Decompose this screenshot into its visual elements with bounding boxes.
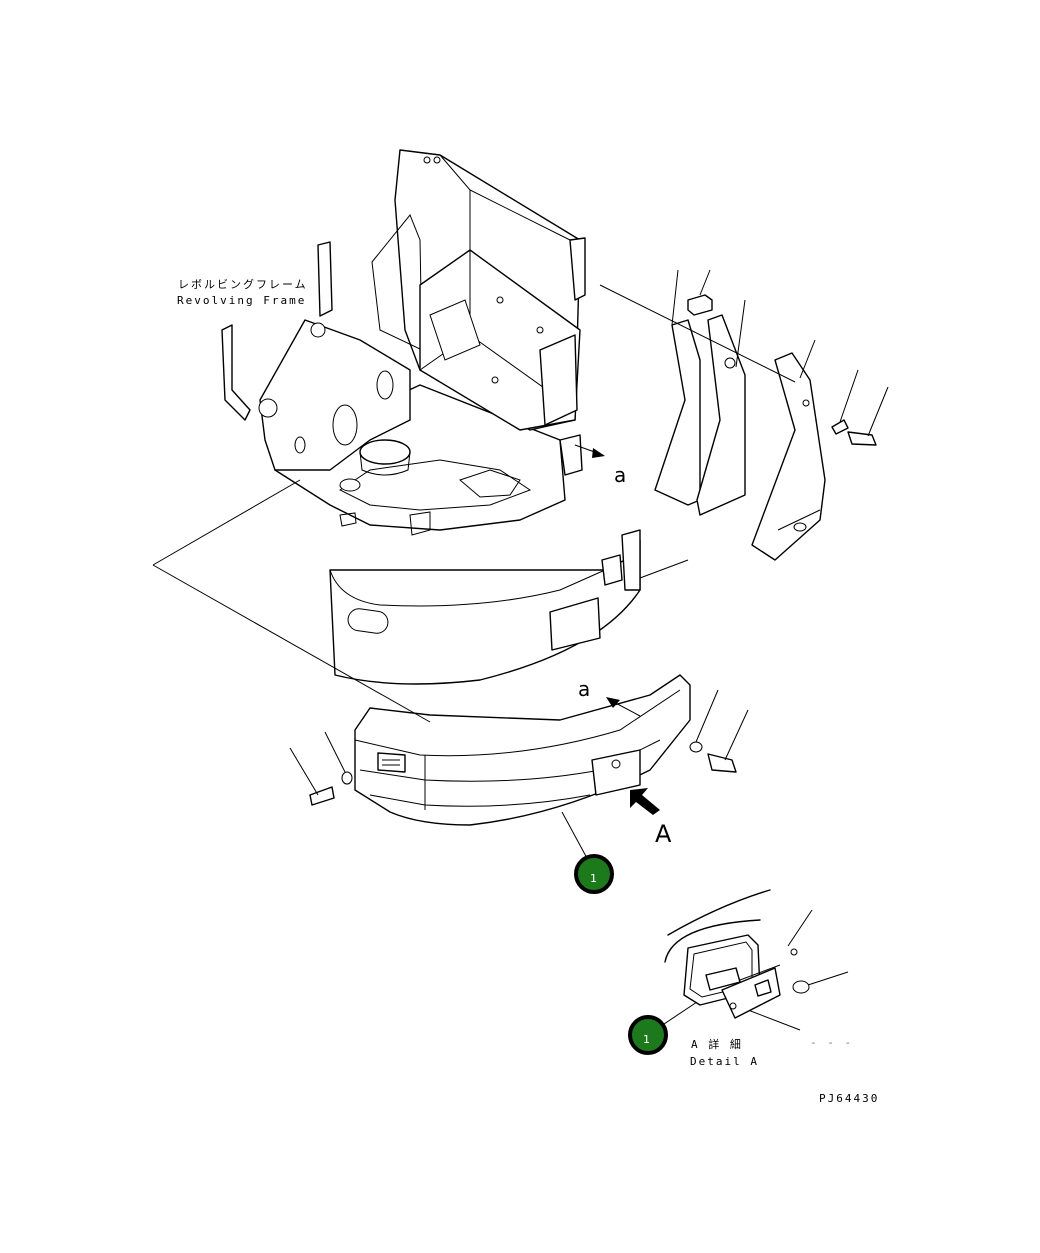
- leader-lines: [152, 269, 889, 1031]
- detail-a-view: [664, 889, 810, 1019]
- revolving-frame-label-jp: レボルビングフレーム: [178, 277, 308, 291]
- part-callout-1-detail[interactable]: 1: [628, 1015, 668, 1055]
- detail-a-label-jp: A 詳 細: [691, 1037, 743, 1051]
- hardware-bolts-washers: [309, 419, 877, 806]
- side-weight-pieces: [654, 294, 826, 561]
- detail-a-label-en: Detail A: [690, 1055, 759, 1068]
- reference-a-lower: a: [578, 677, 590, 701]
- text-labels: レボルビングフレーム Revolving Frame a a A A 詳 細 D…: [177, 277, 879, 1105]
- callout-number: 1: [590, 872, 597, 885]
- counterweight: [354, 674, 691, 826]
- revolving-frame: [221, 149, 586, 536]
- part-callout-1-main[interactable]: 1: [574, 854, 614, 894]
- revolving-frame-label-en: Revolving Frame: [177, 294, 306, 307]
- view-a-label: A: [655, 820, 672, 848]
- faint-mark: - - -: [810, 1036, 853, 1049]
- drawing-number: PJ64430: [819, 1092, 879, 1105]
- reference-a-upper: a: [614, 463, 626, 487]
- callout-number: 1: [643, 1033, 650, 1046]
- counterweight-cover-plate: [329, 529, 641, 685]
